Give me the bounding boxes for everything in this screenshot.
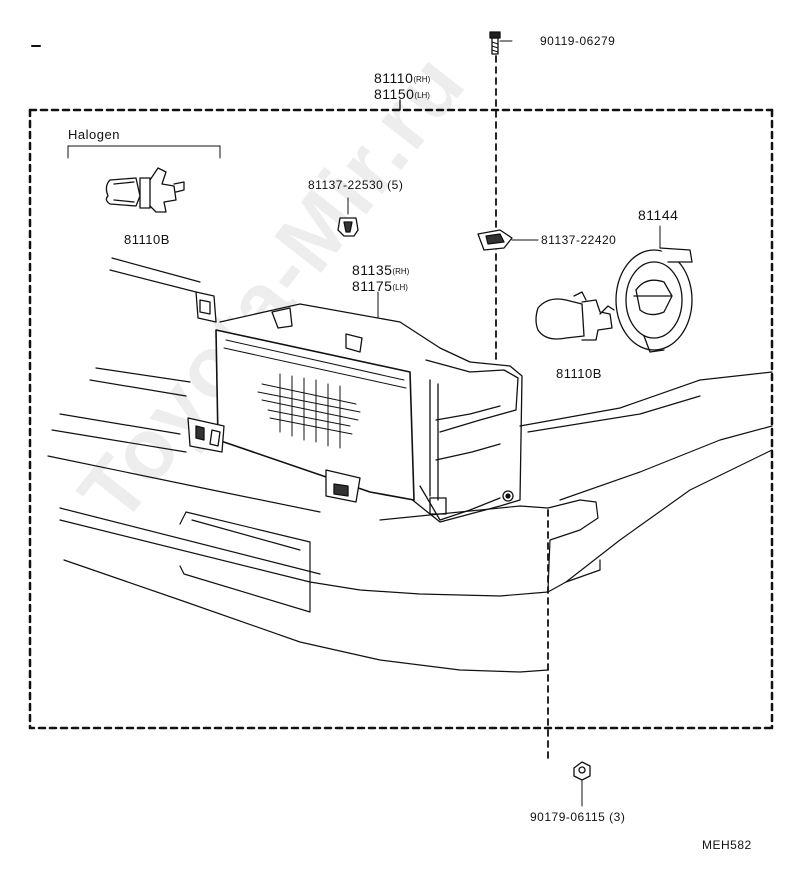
- bulb-cover: [615, 225, 693, 353]
- clip-right: [477, 229, 539, 251]
- label-nut: 90179-06115 (3): [530, 810, 626, 824]
- body-panel: [47, 257, 773, 673]
- unit-rh-tag: (RH): [392, 267, 410, 276]
- headlamp-unit: [187, 291, 523, 523]
- label-clip-upper: 81137-22530 (5): [308, 178, 404, 192]
- assembly-frame: [28, 108, 774, 730]
- label-assembly-lh: 81150(LH): [374, 86, 430, 102]
- label-bulb-right: 81110B: [556, 366, 602, 381]
- assembly-rh-tag: (RH): [413, 75, 431, 84]
- label-assembly-rh: 81110(RH): [374, 70, 430, 86]
- label-bulb-cover: 81144: [638, 207, 679, 223]
- assembly-lh-part: 81150: [374, 86, 415, 102]
- label-halogen: Halogen: [68, 127, 120, 142]
- bulb-right: [535, 291, 615, 341]
- screw-90119: [489, 31, 513, 55]
- label-unit-rh: 81135(RH): [352, 262, 409, 278]
- unit-lh-part: 81175: [352, 278, 393, 294]
- label-screw: 90119-06279: [540, 34, 616, 48]
- assembly-lh-tag: (LH): [414, 91, 430, 100]
- label-clip-right: 81137-22420: [541, 233, 617, 247]
- unit-lh-tag: (LH): [392, 283, 408, 292]
- label-unit-lh: 81175(LH): [352, 278, 408, 294]
- nut-90179: [573, 761, 591, 807]
- bulb-left: [105, 167, 185, 213]
- halogen-bracket: [67, 145, 221, 159]
- unit-rh-part: 81135: [352, 262, 393, 278]
- label-bulb-left: 81110B: [124, 232, 170, 247]
- diagram-code: MEH582: [702, 838, 752, 852]
- clip-upper: [337, 197, 359, 237]
- assembly-rh-part: 81110: [374, 70, 414, 86]
